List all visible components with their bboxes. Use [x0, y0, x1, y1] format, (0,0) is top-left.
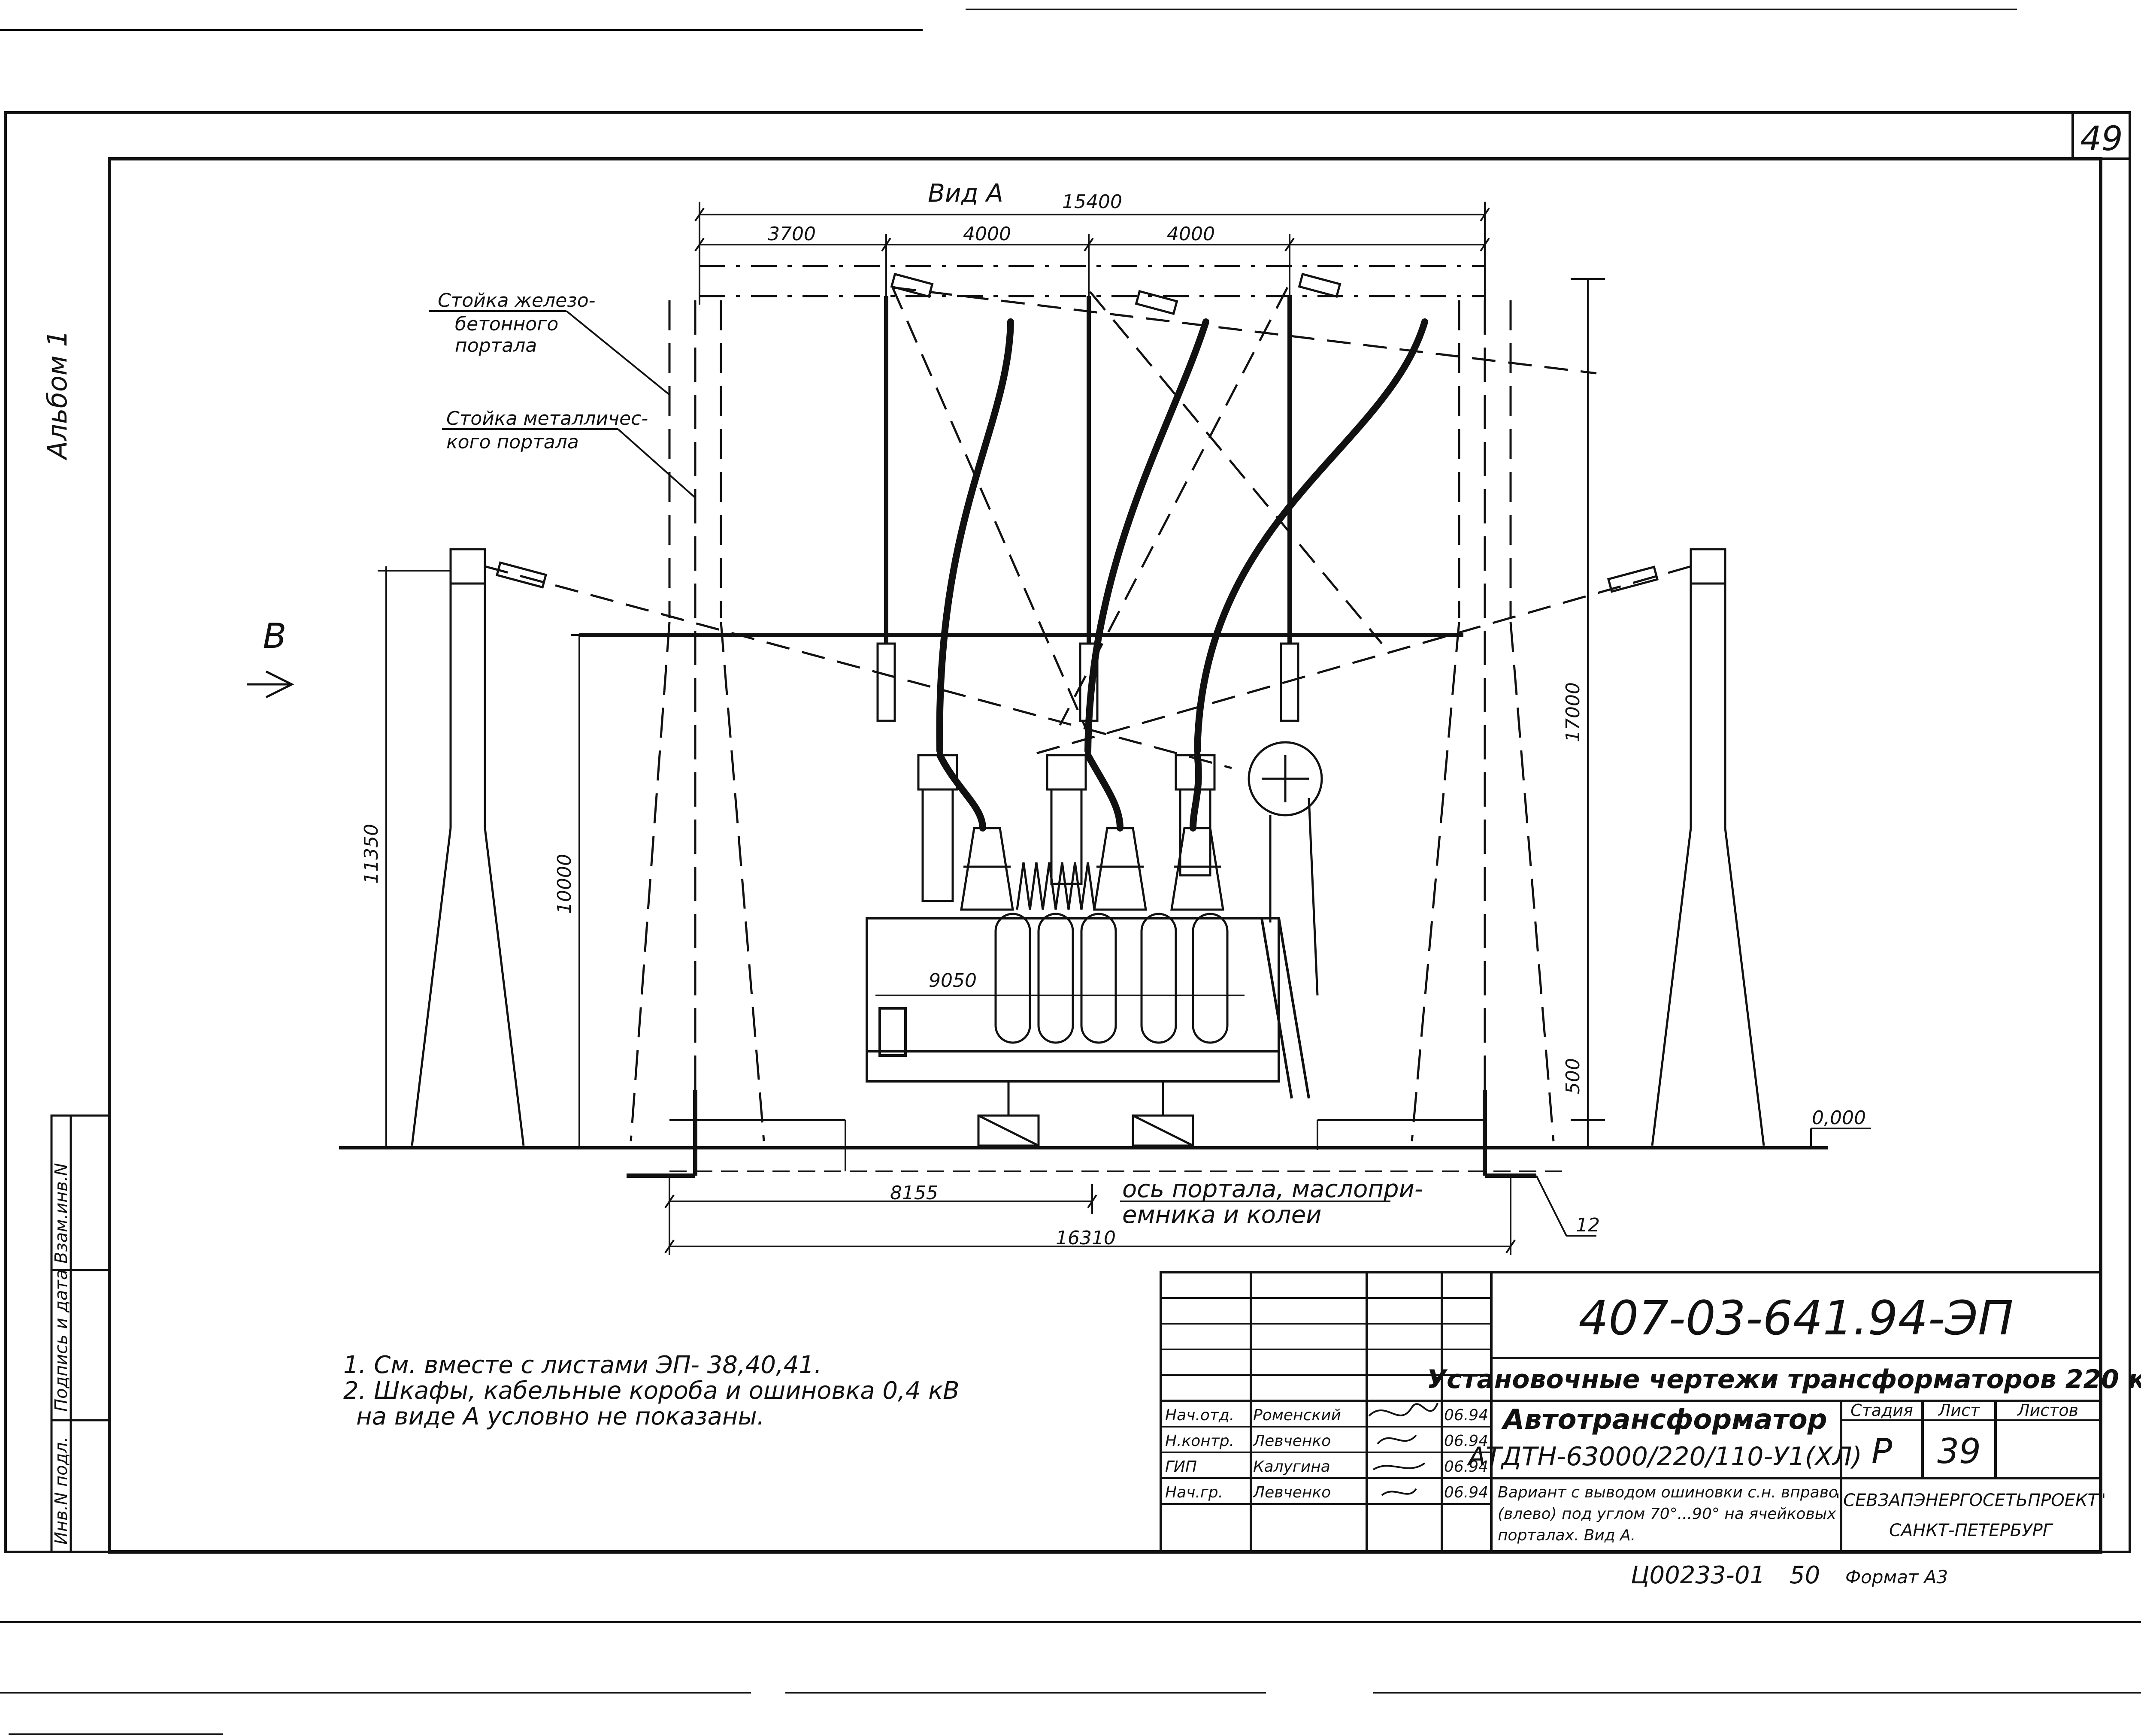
level-0000: 0,000 [1812, 1107, 1866, 1129]
transformer-tank [866, 917, 1310, 1099]
object-title: Автотрансформатор [1501, 1404, 1827, 1436]
bottom-dims [664, 1175, 1596, 1255]
dim-11350: 11350 [360, 824, 382, 884]
sheets-label: Листов [2017, 1401, 2078, 1420]
callout-12: 12 [1576, 1214, 1600, 1236]
variant-line-1: Вариант с выводом ошиновки с.н. вправо [1498, 1484, 1838, 1501]
left-height-dims [378, 278, 1605, 1148]
signer-date: 06.94 [1444, 1458, 1488, 1476]
signer-role: Нач.отд. [1165, 1406, 1234, 1424]
label-axis-1: ось портала, маслопри- [1122, 1175, 1423, 1203]
bushings [917, 754, 1224, 911]
signer-role: ГИП [1165, 1458, 1197, 1476]
dim-4000-a: 4000 [963, 223, 1011, 245]
view-b-label: В [263, 616, 287, 656]
signatures [1368, 1403, 1438, 1496]
label-metal-post-1: Стойка металличес- [446, 408, 648, 429]
cell-post-right [1651, 548, 1765, 1146]
stage-value: Р [1871, 1431, 1893, 1471]
label-metal-post-2: кого портала [446, 431, 579, 453]
level-mark [1810, 1128, 1871, 1148]
dim-500: 500 [1562, 1058, 1584, 1094]
doc-code: 407-03-641.94-ЭП [1578, 1291, 2013, 1346]
label-concrete-post-2: бетонного [455, 313, 558, 335]
signer-role: Нач.гр. [1165, 1484, 1223, 1501]
cell-post-left [411, 548, 525, 1146]
signer-role: Н.контр. [1165, 1432, 1234, 1450]
cable-leads [936, 318, 1428, 832]
title-block [1160, 1271, 2102, 1553]
signer-name: Роменский [1253, 1406, 1341, 1424]
label-concrete-post-3: портала [455, 335, 537, 357]
signer-date: 06.94 [1444, 1406, 1488, 1424]
arresters [1016, 862, 1096, 910]
label-axis-2: емника и колеи [1122, 1201, 1322, 1229]
org-name: "СЕВЗАПЭНЕРГОСЕТЬПРОЕКТ" [1835, 1491, 2106, 1510]
left-stamp [50, 1114, 111, 1553]
dim-17000: 17000 [1562, 682, 1584, 742]
archive-number: Ц00233-01 [1631, 1561, 1765, 1589]
stamp-podpis-data: Подпись и дата [51, 1270, 71, 1412]
page-edges [0, 9, 2141, 1735]
stamp-vzam-inv: Взам.инв.N [51, 1163, 71, 1264]
signers: Нач.отд. Роменский 06.94 Н.контр. Левчен… [1165, 1406, 1488, 1501]
dim-8155: 8155 [890, 1182, 938, 1204]
dim-total-top: 15400 [1062, 191, 1122, 213]
variant-line-2: (влево) под углом 70°...90° на ячейковых [1498, 1505, 1836, 1523]
view-b-arrow [247, 670, 294, 699]
format-label: Формат А3 [1845, 1567, 1948, 1588]
rails [977, 1081, 1194, 1147]
org-city: САНКТ-ПЕТЕРБУРГ [1889, 1521, 2053, 1540]
note-1: 1. См. вместе с листами ЭП- 38,40,41. [343, 1351, 822, 1379]
dim-16310: 16310 [1056, 1227, 1116, 1249]
notes: 1. См. вместе с листами ЭП- 38,40,41. 2.… [343, 1351, 960, 1431]
top-dimensions [694, 202, 1490, 305]
object-model: АТДТН-63000/220/110-У1(ХЛ) [1466, 1442, 1862, 1472]
archive-sheet: 50 [1790, 1561, 1820, 1589]
page-number: 49 [2080, 120, 2123, 158]
signer-date: 06.94 [1444, 1432, 1488, 1450]
signer-date: 06.94 [1444, 1484, 1488, 1501]
portal-post-right [1411, 300, 1555, 1178]
label-leaders [429, 310, 1390, 1202]
sheet-frame [4, 111, 2131, 1554]
project-title: Установочные чертежи трансформаторов 220… [1427, 1364, 2141, 1394]
stage-label: Стадия [1850, 1401, 1913, 1420]
dim-4000-b: 4000 [1167, 223, 1215, 245]
portal-beam [700, 265, 1485, 297]
dim-10000: 10000 [554, 854, 575, 914]
conservator [1248, 741, 1323, 996]
signer-name: Левченко [1252, 1432, 1331, 1450]
label-concrete-post-1: Стойка железо- [438, 290, 596, 312]
stamp-inv-podl: Инв.N подл. [51, 1437, 71, 1545]
signer-name: Левченко [1252, 1484, 1331, 1501]
sheet-label: Лист [1938, 1401, 1981, 1420]
variant-line-3: порталах. Вид А. [1498, 1527, 1635, 1544]
sheet-value: 39 [1937, 1431, 1981, 1471]
album-label: Альбом 1 [42, 330, 73, 461]
drops [884, 296, 1292, 644]
view-a-drawing: Вид А В 15400 3700 4000 4000 [247, 178, 1871, 1255]
signer-name: Калугина [1253, 1458, 1330, 1476]
portal-post-left [627, 300, 765, 1178]
oil-pit [669, 1119, 1562, 1172]
dim-3700: 3700 [768, 223, 816, 245]
note-2: 2. Шкафы, кабельные короба и ошиновка 0,… [343, 1377, 960, 1405]
note-3: на виде А условно не показаны. [356, 1403, 764, 1431]
view-title: Вид А [928, 178, 1003, 208]
radiators [994, 913, 1229, 1044]
dim-9050: 9050 [929, 970, 977, 992]
